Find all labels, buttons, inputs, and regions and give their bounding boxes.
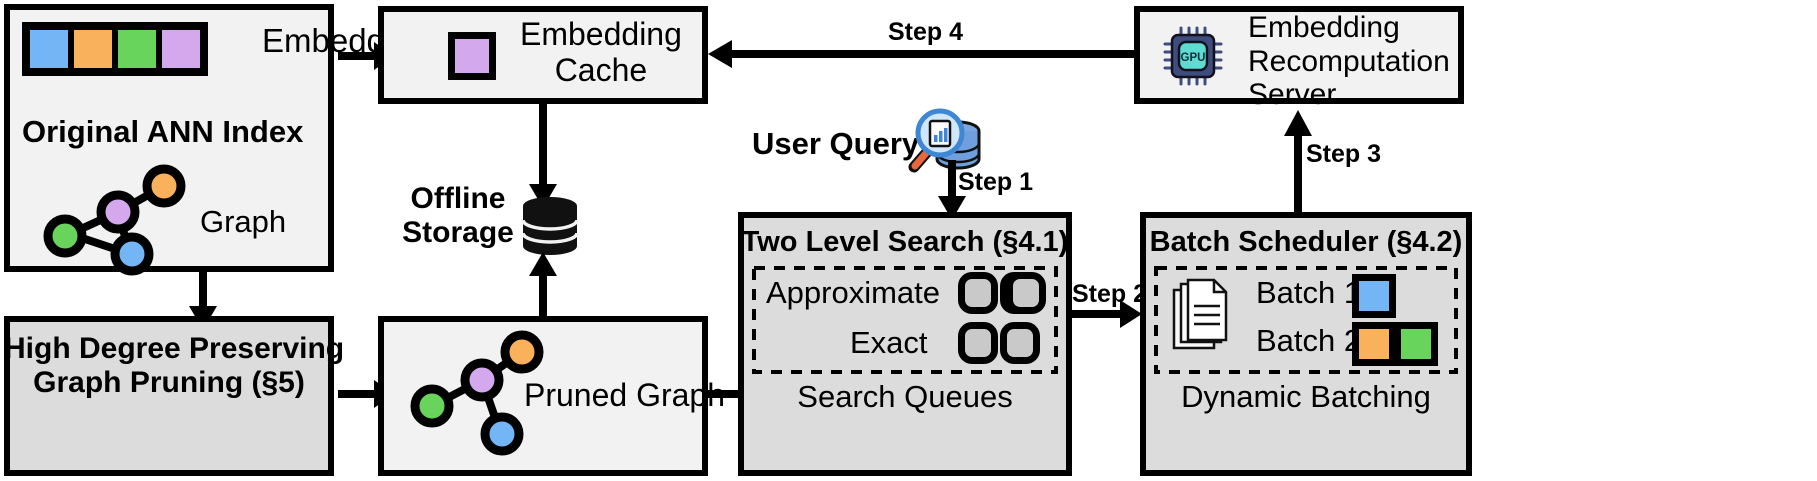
step2-label: Step 2 bbox=[1072, 280, 1148, 308]
approximate-queue-slot bbox=[958, 272, 998, 314]
embedding-chip-blue bbox=[27, 27, 71, 71]
exact-queue-slot bbox=[1000, 322, 1040, 364]
database-cylinder-icon bbox=[521, 197, 579, 255]
search-queues-dashed-region bbox=[752, 266, 1058, 374]
batch-scheduler-title: Batch Scheduler (§4.2) bbox=[1149, 226, 1463, 258]
dynamic-batching-footer: Dynamic Batching bbox=[1181, 379, 1431, 414]
dynamic-batching-dashed-region bbox=[1154, 266, 1458, 374]
pruned-graph-icon bbox=[410, 330, 544, 456]
batch-1-label: Batch 1 bbox=[1256, 275, 1362, 310]
arrow-step1 bbox=[938, 160, 966, 220]
graph-pruning-box bbox=[4, 316, 334, 476]
user-query-label: User Query bbox=[752, 126, 920, 161]
original-ann-index-title: Original ANN Index bbox=[22, 114, 304, 149]
batch-2-label: Batch 2 bbox=[1256, 323, 1362, 358]
step1-label: Step 1 bbox=[958, 168, 1034, 196]
batch-2-chip-green bbox=[1394, 322, 1438, 366]
documents-stack-icon bbox=[1172, 278, 1228, 350]
original-graph-icon bbox=[43, 164, 186, 276]
graph-label: Graph bbox=[200, 204, 287, 239]
user-query-icon bbox=[908, 108, 981, 173]
embedding-swatch-strip bbox=[22, 22, 208, 76]
embedding-cache-box bbox=[378, 6, 708, 104]
exact-row-label: Exact bbox=[850, 325, 928, 360]
search-queues-footer: Search Queues bbox=[797, 379, 1013, 414]
gpu-icon: GPU bbox=[1163, 26, 1223, 86]
embedding-chip-purple bbox=[159, 27, 203, 71]
embedding-cache-title: Embedding Cache bbox=[520, 16, 682, 88]
svg-text:GPU: GPU bbox=[1181, 52, 1206, 64]
embedding-cache-swatch-icon bbox=[448, 32, 496, 80]
arrow-step3 bbox=[1284, 110, 1312, 212]
arrow-step2 bbox=[1072, 300, 1142, 328]
pruned-graph-title: Pruned Graph bbox=[524, 377, 726, 413]
approximate-row-label: Approximate bbox=[766, 275, 941, 310]
arrow-cache-to-storage bbox=[529, 104, 557, 208]
arrow-step4 bbox=[708, 40, 1134, 68]
batch-1-chip-blue bbox=[1352, 274, 1396, 318]
exact-queue-slot bbox=[958, 322, 998, 364]
approximate-queue-slot bbox=[1006, 272, 1046, 314]
step3-label: Step 3 bbox=[1306, 140, 1382, 168]
two-level-search-title: Two Level Search (§4.1) bbox=[741, 226, 1069, 258]
batch-2-chip-orange bbox=[1352, 322, 1396, 366]
step4-label: Step 4 bbox=[888, 18, 964, 46]
embedding-chip-orange bbox=[71, 27, 115, 71]
offline-storage-label: Offline Storage bbox=[402, 182, 514, 249]
recomputation-server-title: Embedding Recomputation Server bbox=[1248, 11, 1450, 112]
embedding-chip-green bbox=[115, 27, 159, 71]
graph-pruning-title: High Degree Preserving Graph Pruning (§5… bbox=[4, 332, 345, 399]
